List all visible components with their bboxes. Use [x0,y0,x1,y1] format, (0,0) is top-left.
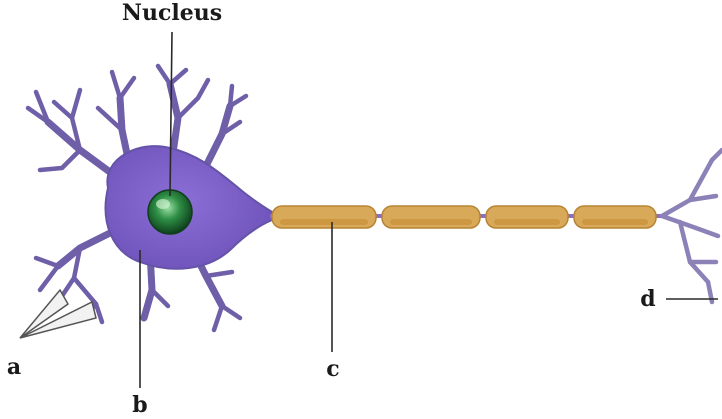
label-nucleus: Nucleus [122,0,222,26]
label-d: d [640,286,655,312]
pointer-a [20,290,96,338]
myelin-sheath [272,206,656,228]
label-a: a [7,354,21,380]
axon-terminals [662,150,722,302]
label-c: c [326,356,339,382]
nucleus [148,190,192,234]
label-b: b [132,392,147,418]
